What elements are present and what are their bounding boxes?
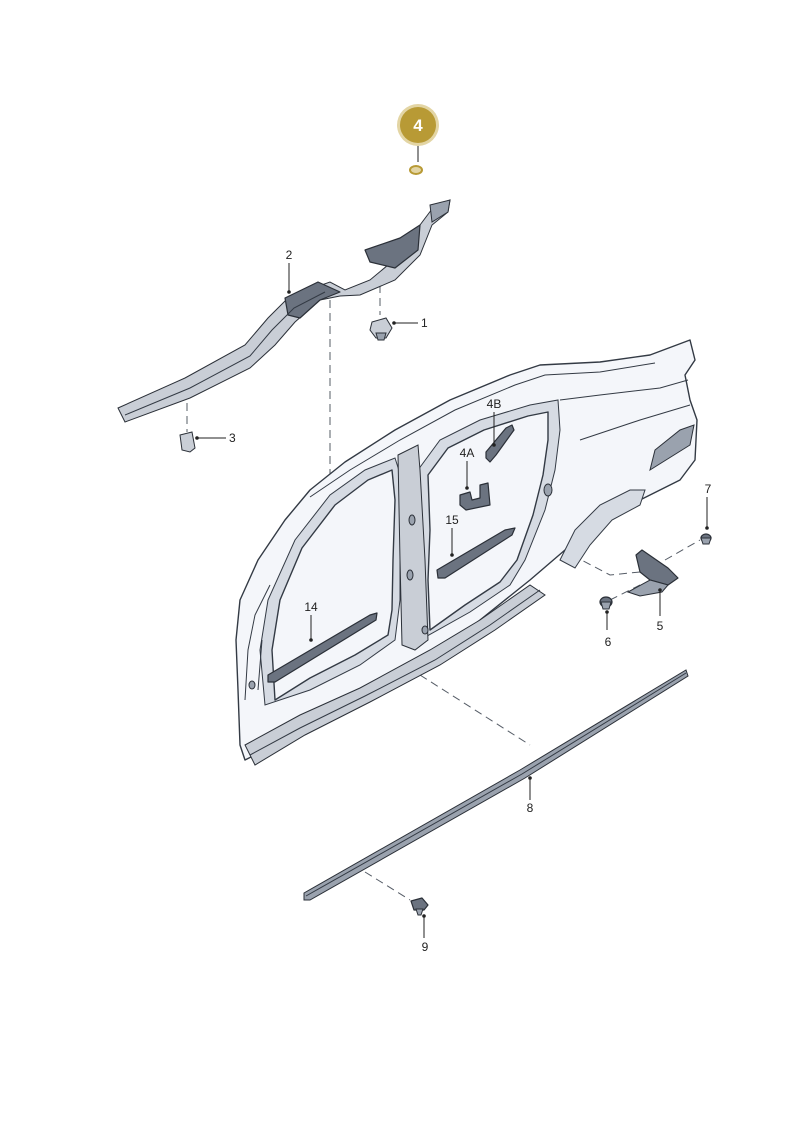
callout-label-3: 3 xyxy=(229,431,236,445)
part-1-clip: 1 xyxy=(369,316,428,341)
part-4b-bracket: 4B xyxy=(485,397,515,463)
part-14-front-sill-strip: 14 xyxy=(267,600,378,683)
callout-label-8: 8 xyxy=(527,801,534,815)
part-15-rear-sill-strip: 15 xyxy=(436,513,516,579)
part-4-highlight-callout: 4 xyxy=(397,104,439,175)
part-2-roof-rail-trim xyxy=(117,199,451,423)
callout-label-7: 7 xyxy=(705,482,712,496)
part-4-seal xyxy=(409,165,423,175)
part-7-screw: 7 xyxy=(700,482,712,545)
part-6-screw: 6 xyxy=(599,596,613,649)
callout-label-14: 14 xyxy=(304,600,318,614)
part-4a-bracket: 4A xyxy=(459,446,491,511)
callout-label-9: 9 xyxy=(422,940,429,954)
callout-label-1: 1 xyxy=(421,316,428,330)
highlight-callout-badge xyxy=(400,107,436,143)
part-5-bracket: 5 xyxy=(626,549,679,633)
part-8-sill-moulding: 8 xyxy=(303,669,689,901)
callout-label-4b: 4B xyxy=(487,397,502,411)
callout-label-6: 6 xyxy=(605,635,612,649)
callout-label-5: 5 xyxy=(657,619,664,633)
callout-label-4a: 4A xyxy=(460,446,475,460)
callout-label-2: 2 xyxy=(286,248,293,262)
part-3-clip: 3 xyxy=(179,431,236,453)
callout-label-4: 4 xyxy=(413,116,423,135)
callout-label-15: 15 xyxy=(445,513,459,527)
part-9-clip: 9 xyxy=(410,897,429,954)
callout-2: 2 xyxy=(286,248,293,294)
side-body-panel xyxy=(235,339,698,766)
